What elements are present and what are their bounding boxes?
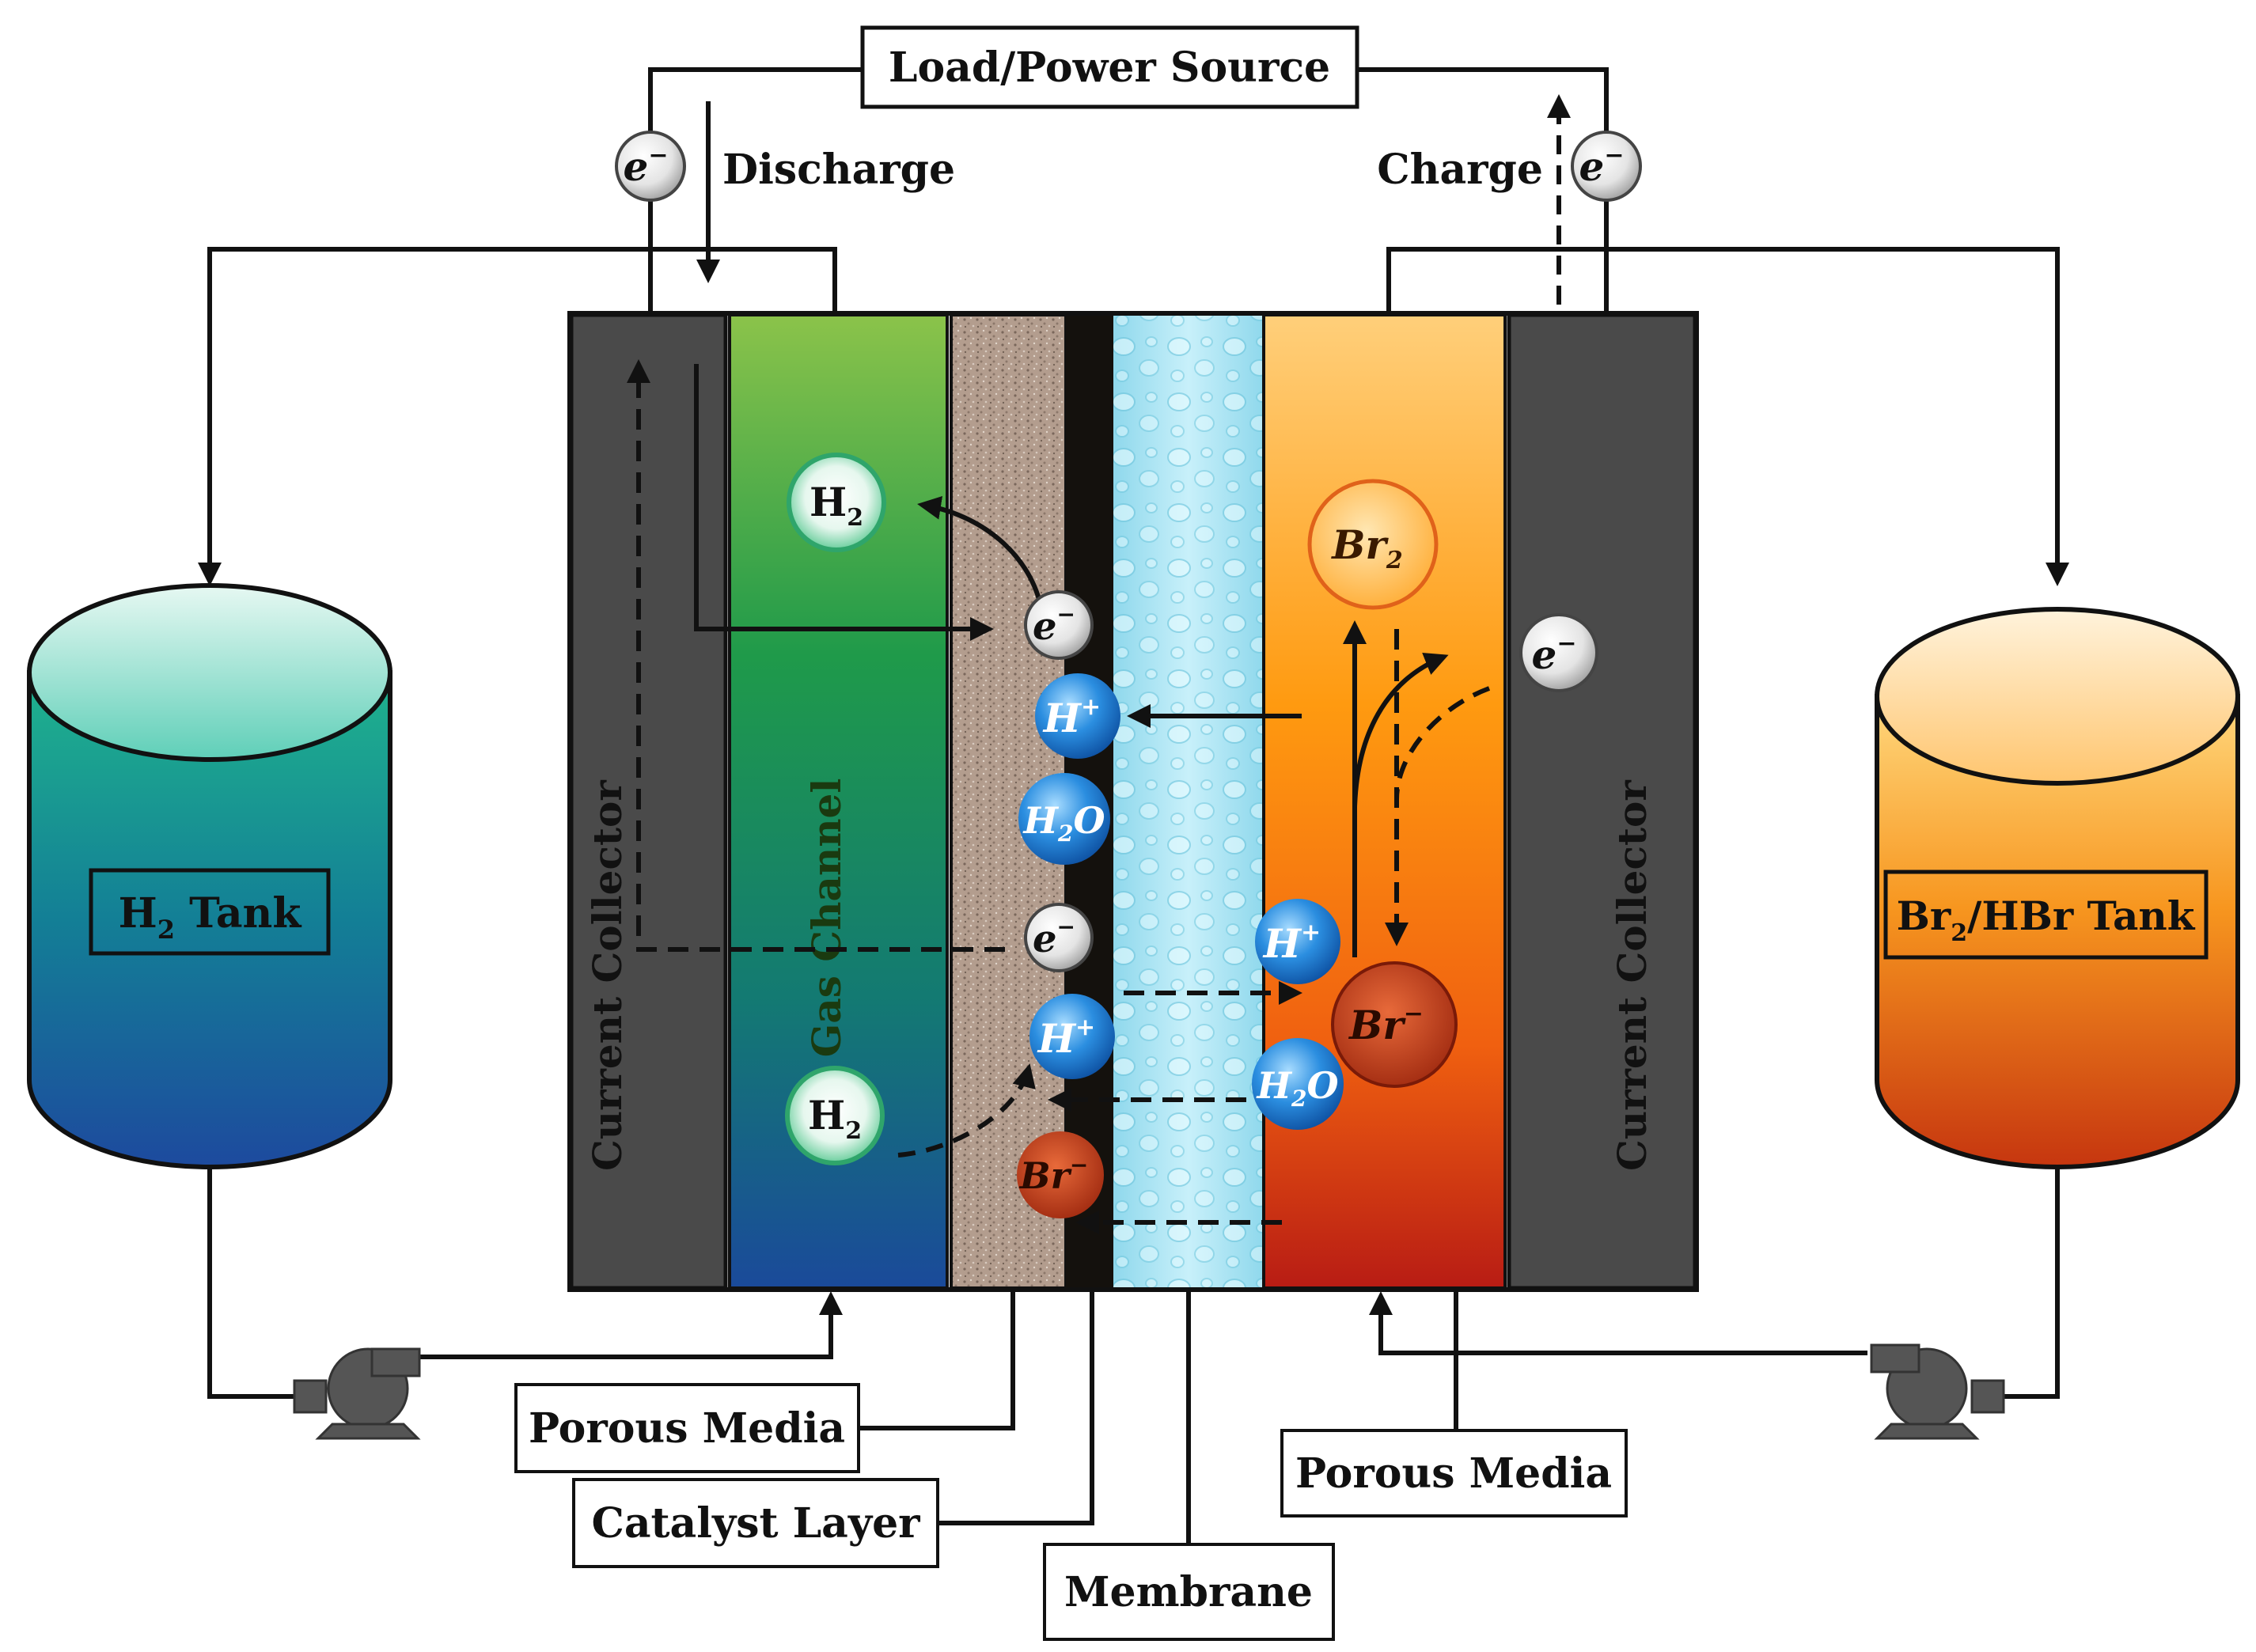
svg-text:e−: e− [1033, 914, 1075, 961]
br-minus-ion-left: Br− [1017, 1131, 1104, 1218]
charge-indicator: Charge [1377, 94, 1571, 305]
porous-media-callout-left: Porous Media [514, 1383, 860, 1473]
callout-lines [859, 1291, 1458, 1544]
electron-catalyst-top: e− [1024, 590, 1094, 660]
load-power-source-label: Load/Power Source [889, 44, 1330, 92]
svg-text:e−: e− [1579, 142, 1625, 190]
h2-molecule-bottom: H2 [785, 1066, 885, 1165]
catalyst-layer-callout: Catalyst Layer [572, 1478, 939, 1568]
charge-label: Charge [1377, 146, 1543, 194]
pump-icon [1870, 1343, 2005, 1440]
h2o-molecule-1: H2O [1018, 773, 1110, 865]
left-current-collector-label: Current Collector [584, 780, 631, 1171]
svg-text:H2: H2 [808, 1092, 862, 1145]
svg-text:Br−: Br− [1018, 1152, 1089, 1197]
svg-text:H2O: H2O [1255, 1064, 1338, 1112]
cell-stack [567, 311, 1699, 1292]
svg-text:e−: e− [624, 142, 669, 190]
br2-hbr-tank: Br2/HBr Tank [1875, 607, 2240, 1169]
right-porous-media [1262, 313, 1507, 1290]
electron-right-collector: e− [1519, 613, 1598, 692]
pump-icon [293, 1347, 421, 1440]
h-plus-ion-3: H+ [1255, 899, 1340, 984]
gas-channel-label: Gas Channel [803, 779, 850, 1058]
svg-text:Catalyst Layer: Catalyst Layer [591, 1499, 920, 1548]
svg-text:e−: e− [1033, 601, 1075, 649]
electron-catalyst-bottom: e− [1024, 903, 1094, 972]
svg-text:H+: H+ [1037, 1014, 1095, 1062]
reaction-arrows [627, 359, 1491, 1234]
svg-text:Porous Media: Porous Media [1295, 1449, 1612, 1498]
right-current-collector [1507, 313, 1697, 1290]
svg-text:Membrane: Membrane [1064, 1568, 1313, 1616]
wire-electron-right: e− [1571, 131, 1642, 202]
h-plus-ion-1: H+ [1035, 673, 1120, 759]
h2-molecule-top: H2 [787, 453, 886, 552]
svg-text:Br−: Br− [1348, 1000, 1424, 1048]
discharge-label: Discharge [722, 146, 955, 194]
svg-text:Br2: Br2 [1330, 521, 1402, 574]
membrane-callout: Membrane [1043, 1543, 1335, 1641]
h2-tank: H2 Tank [27, 583, 392, 1169]
porous-media-callout-right: Porous Media [1280, 1429, 1628, 1517]
external-circuit [198, 67, 2069, 1399]
h2-tank-label: H2 Tank [119, 889, 302, 945]
br2-hbr-tank-label: Br2/HBr Tank [1897, 892, 2196, 947]
svg-text:e−: e− [1532, 630, 1577, 678]
svg-text:H2: H2 [810, 479, 863, 532]
h-plus-ion-2: H+ [1029, 994, 1115, 1079]
load-power-source: Load/Power Source [860, 25, 1359, 109]
svg-text:H+: H+ [1042, 693, 1101, 741]
right-current-collector-label: Current Collector [1609, 780, 1655, 1171]
wire-electron-left: e− [615, 131, 686, 202]
svg-text:Porous Media: Porous Media [529, 1404, 845, 1453]
h2o-molecule-2: H2O [1252, 1038, 1344, 1130]
discharge-indicator: Discharge [696, 101, 955, 283]
br-minus-ion-right: Br− [1331, 961, 1458, 1088]
svg-text:H+: H+ [1262, 919, 1321, 967]
svg-text:H2O: H2O [1022, 799, 1105, 847]
br2-molecule: Br2 [1307, 479, 1439, 610]
